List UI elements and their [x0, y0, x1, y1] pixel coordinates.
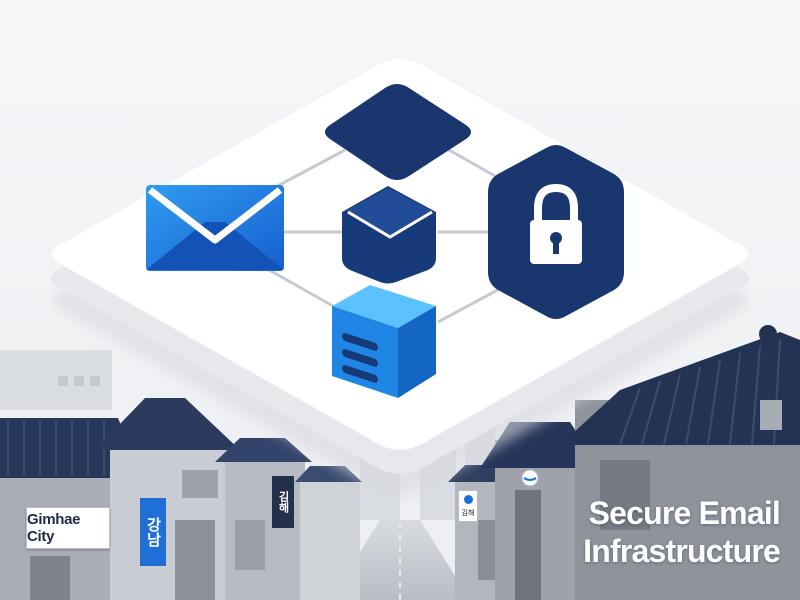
city-sign-text: Gimhae City: [27, 511, 81, 545]
small-store-sign-text: 김해: [461, 510, 475, 517]
small-store-sign: 김해: [458, 490, 478, 522]
headline-line-1: Secure Email: [588, 495, 781, 531]
vertical-store-sign: 강남: [140, 498, 166, 566]
far-windows: [58, 376, 100, 386]
cube-icon: [342, 186, 436, 284]
small-sign-dot-icon: [463, 495, 473, 504]
right-building-large: [560, 325, 800, 600]
envelope-icon: [146, 185, 284, 271]
city-sign: Gimhae City: [26, 507, 110, 549]
dark-store-sign: 김해: [272, 476, 294, 528]
headline: Secure Email Infrastructure: [520, 494, 781, 570]
vertical-store-sign-text: 강남: [144, 517, 162, 547]
padlock-icon: [488, 145, 624, 319]
left-building-second: [95, 398, 240, 600]
headline-line-2: Infrastructure: [583, 533, 781, 569]
server-icon: [332, 285, 436, 398]
dark-store-sign-text: 김해: [277, 491, 289, 513]
node-icon: [325, 84, 471, 180]
